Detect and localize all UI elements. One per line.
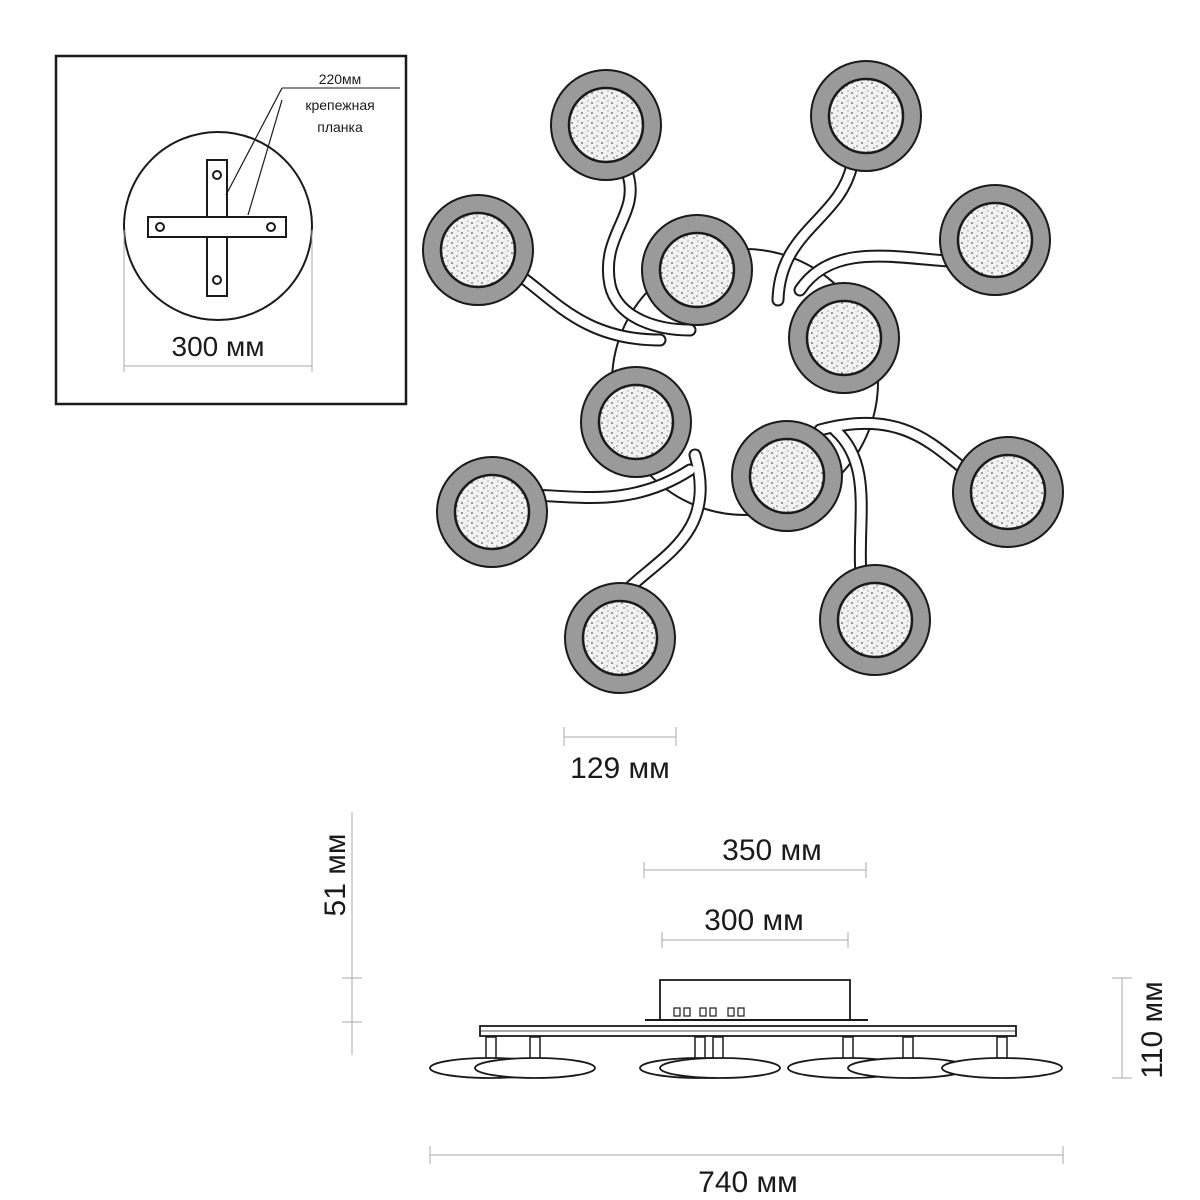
ceiling-plate-circle [123,131,313,321]
shade-stems [485,1036,1008,1060]
mounting-plate-inset: 220мм крепежная планка 300 мм [54,54,408,406]
lamp-shades [422,60,1064,694]
bracket-label-220: 220мм [319,71,362,87]
plate-width-label: 300 мм [172,331,265,362]
side-view: 51 мм 350 мм 300 мм [319,812,1169,1199]
bracket-label-planka: планка [317,119,363,135]
bracket-leader-1 [225,87,283,196]
side-shades [429,1057,1063,1079]
shade-8 [731,420,843,532]
base-outer-width-label: 350 мм [722,834,822,867]
shade-5 [939,184,1051,296]
height-top-label: 51 мм [319,834,352,917]
shade-12 [819,564,931,676]
shade-6 [788,282,900,394]
total-width-label: 740 мм [698,1166,798,1199]
shade-7 [580,366,692,478]
mounting-bracket-cross [147,159,287,297]
shade-4 [641,214,753,326]
shade-diameter-label: 129 мм [570,752,670,785]
bracket-label-krepezhnaya: крепежная [305,97,374,113]
inset-frame [54,54,408,406]
shade-9 [436,456,548,568]
shade-11 [564,582,676,694]
shade-10 [952,436,1064,548]
base-inner-width-label: 300 мм [704,904,804,937]
total-height-label: 110 мм [1136,981,1169,1078]
shade-2 [810,60,922,172]
bracket-leader-2 [247,99,283,216]
shade-3 [422,194,534,306]
shade-1 [550,69,662,181]
canopy-box [659,979,851,1021]
canopy-connectors [673,1007,745,1017]
top-view: 129 мм [422,60,1064,785]
